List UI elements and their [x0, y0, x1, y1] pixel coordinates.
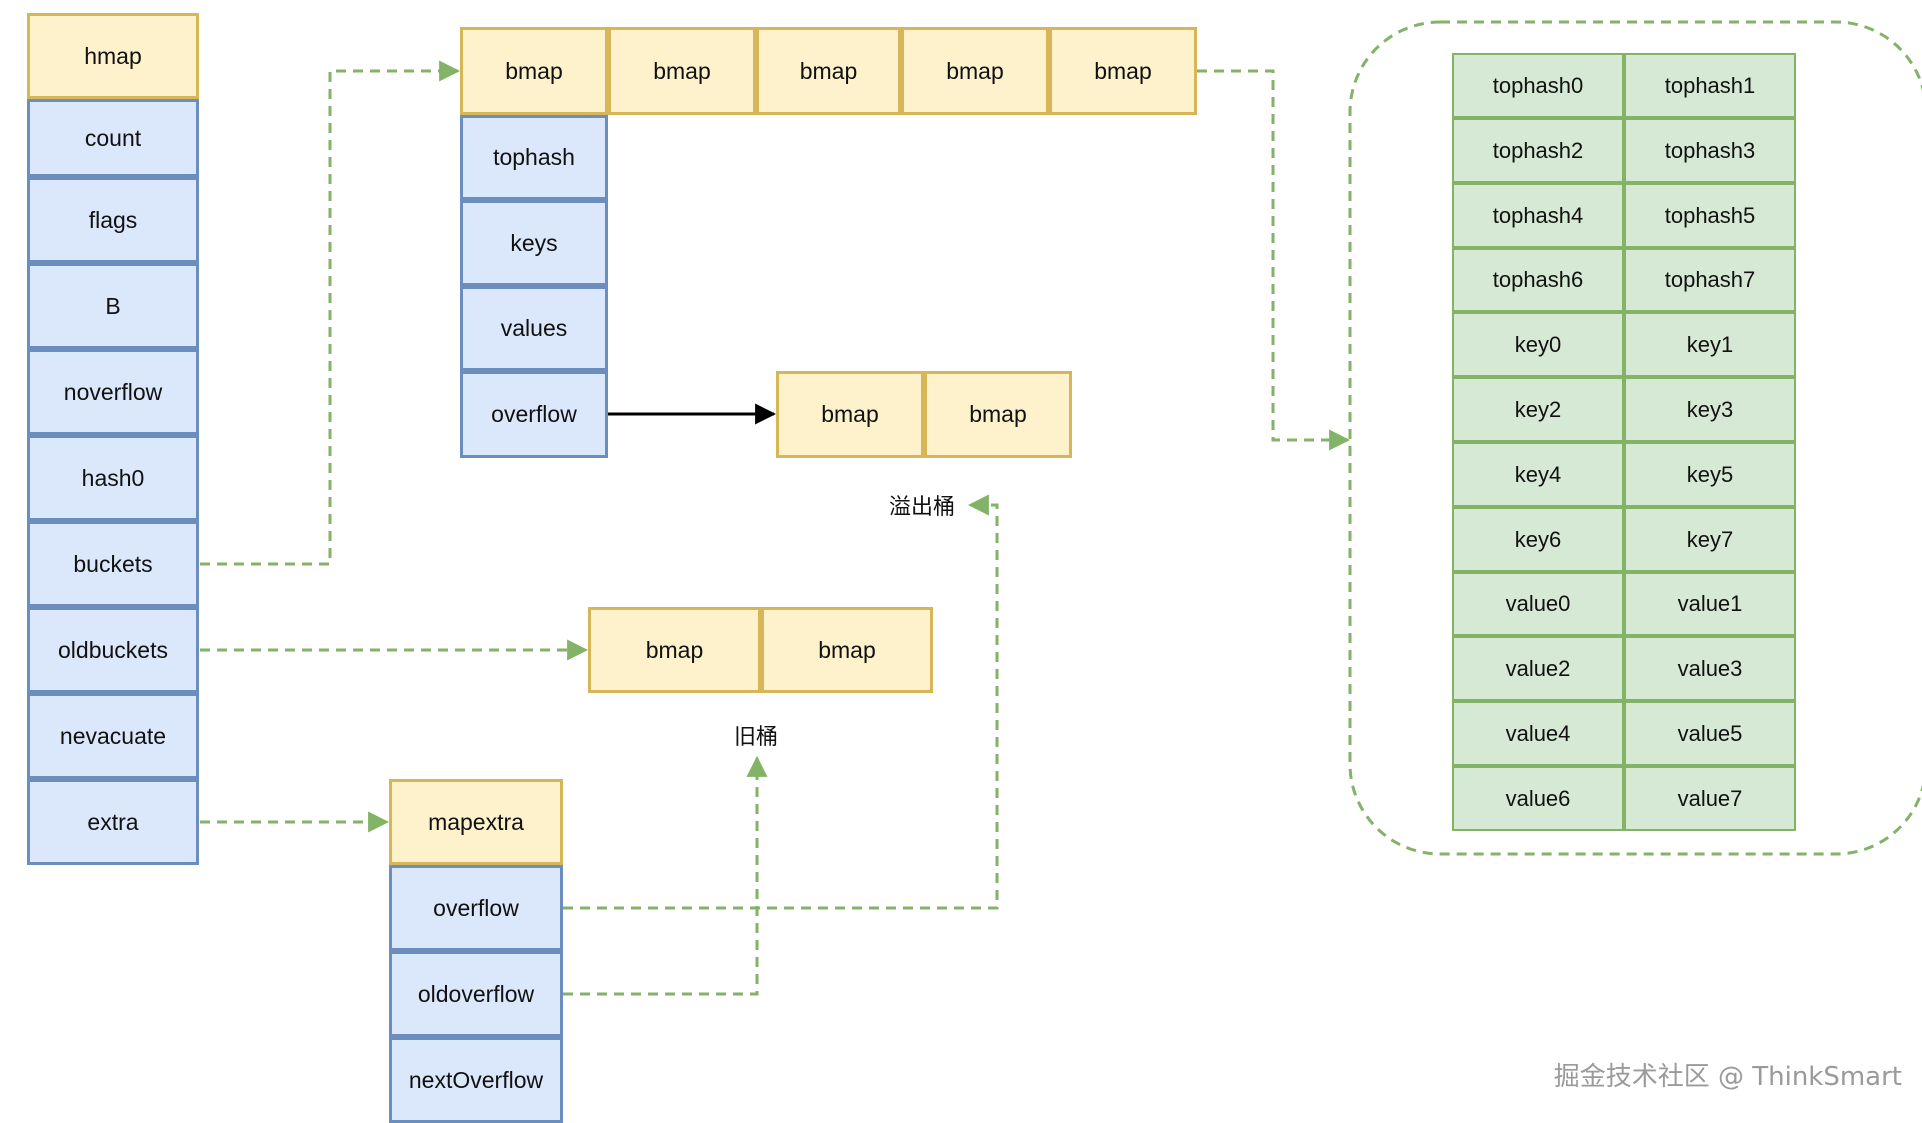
detail-cell: tophash5 [1624, 183, 1796, 248]
bucket-bmap-4: bmap [1049, 27, 1197, 115]
bmap-field-keys: keys [460, 200, 608, 286]
hmap-title: hmap [27, 13, 199, 99]
detail-cell: tophash6 [1452, 248, 1624, 312]
overflow-bmap-1: bmap [924, 371, 1072, 458]
hmap-field-noverflow: noverflow [27, 349, 199, 435]
detail-cell: key0 [1452, 312, 1624, 377]
arrow-mapextra-oldoverflow [563, 755, 768, 996]
bmap-field-overflow: overflow [460, 371, 608, 458]
hmap-field-oldbuckets: oldbuckets [27, 607, 199, 693]
bucket-bmap-0: bmap [460, 27, 608, 115]
detail-cell: key1 [1624, 312, 1796, 377]
old-bmap-0: bmap [588, 607, 761, 693]
hmap-field-nevacuate: nevacuate [27, 693, 199, 779]
detail-cell: key4 [1452, 442, 1624, 507]
detail-cell: tophash2 [1452, 118, 1624, 183]
detail-cell: tophash3 [1624, 118, 1796, 183]
detail-cell: value2 [1452, 636, 1624, 701]
arrow-bmap-detail [1197, 69, 1351, 451]
overflow-buckets-label: 溢出桶 [889, 495, 956, 520]
mapextra-field-oldoverflow: oldoverflow [389, 951, 563, 1037]
mapextra-field-overflow: overflow [389, 865, 563, 951]
detail-cell: value6 [1452, 766, 1624, 831]
detail-cell: value0 [1452, 572, 1624, 636]
old-buckets-label: 旧桶 [734, 725, 779, 750]
detail-cell: tophash7 [1624, 248, 1796, 312]
detail-cell: tophash0 [1452, 53, 1624, 118]
hmap-field-buckets: buckets [27, 521, 199, 607]
bmap-field-tophash: tophash [460, 115, 608, 200]
watermark: 掘金技术社区 @ ThinkSmart [1553, 1062, 1902, 1092]
hmap-field-extra: extra [27, 779, 199, 865]
bucket-bmap-1: bmap [608, 27, 756, 115]
detail-cell: tophash1 [1624, 53, 1796, 118]
mapextra-field-nextoverflow: nextOverflow [389, 1037, 563, 1123]
hmap-field-count: count [27, 99, 199, 177]
hmap-field-hash0: hash0 [27, 435, 199, 521]
hmap-field-b: B [27, 263, 199, 349]
detail-cell: value5 [1624, 701, 1796, 766]
detail-cell: tophash4 [1452, 183, 1624, 248]
mapextra-title: mapextra [389, 779, 563, 865]
detail-cell: key3 [1624, 377, 1796, 442]
detail-cell: value3 [1624, 636, 1796, 701]
detail-cell: key5 [1624, 442, 1796, 507]
overflow-bmap-0: bmap [776, 371, 924, 458]
arrow-buckets [200, 60, 461, 566]
bucket-bmap-3: bmap [901, 27, 1049, 115]
detail-cell: key6 [1452, 507, 1624, 572]
detail-cell: value7 [1624, 766, 1796, 831]
hmap-field-flags: flags [27, 177, 199, 263]
bucket-bmap-2: bmap [756, 27, 901, 115]
detail-cell: key2 [1452, 377, 1624, 442]
old-bmap-1: bmap [761, 607, 933, 693]
bmap-field-values: values [460, 286, 608, 371]
arrow-mapextra-overflow [563, 494, 999, 910]
detail-cell: value1 [1624, 572, 1796, 636]
detail-cell: value4 [1452, 701, 1624, 766]
detail-cell: key7 [1624, 507, 1796, 572]
